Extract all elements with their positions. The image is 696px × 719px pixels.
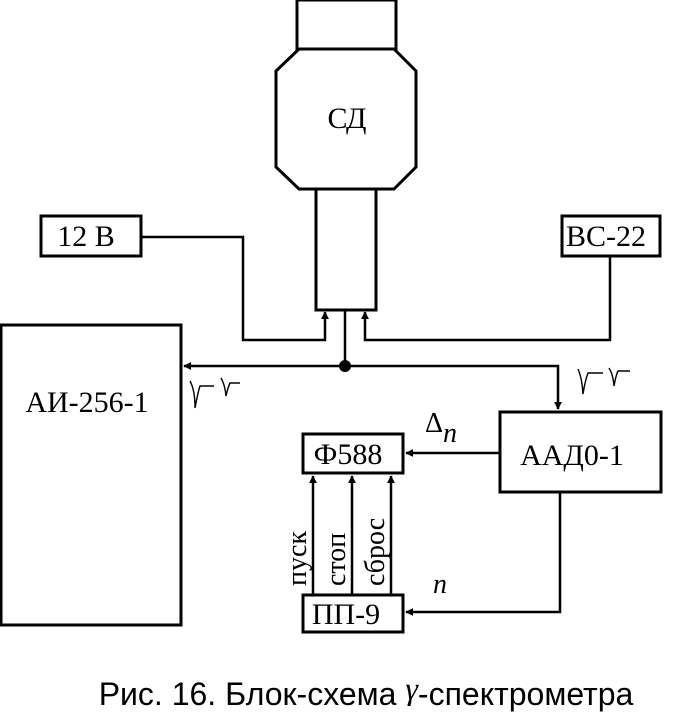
pulse-shape-right [577,367,630,395]
figure-caption: Рис. 16. Блок-схема γ-спектрометра [99,670,634,712]
detector-neck [314,187,378,312]
detector-cap [295,0,398,51]
connections [141,235,612,616]
stop-signal-label: стоп [321,533,352,586]
frequency-meter-box [301,432,405,475]
wire-to-adc [345,364,562,410]
frequency-meter-block: Ф588 [301,432,405,475]
detector-label: СД [328,102,367,135]
pulse-icon [189,377,240,409]
analyzer-label: АИ-256-1 [25,386,148,419]
start-signal-label: пуск [282,531,313,586]
frequency-meter-label: Ф588 [314,438,383,471]
reset-signal-label: сброс [360,518,391,586]
delta-signal-label: Δn [425,408,457,449]
adc-block: ААД0-1 [498,410,663,494]
detector-body [274,47,418,191]
analyzer-box [0,323,183,627]
power-supply-block: 12 В [39,214,143,258]
wire-adc-to-counter [405,492,562,616]
analyzer-block: АИ-256-1 [0,323,183,627]
pulse-shape-left [189,377,240,409]
hv-supply-label: ВС-22 [566,220,646,253]
wire-power-to-detector [141,235,329,342]
power-supply-label: 12 В [57,220,115,253]
adc-box [498,410,663,494]
signal-labels: Δn n пуск стоп сброс [282,408,457,600]
counter-box [301,593,405,634]
adc-label: ААД0-1 [520,439,624,472]
count-signal-label: n [433,569,447,600]
wire-hv-to-detector [361,256,612,342]
pulse-icon [577,367,630,395]
detector-assembly: СД [274,0,418,312]
hv-supply-block: ВС-22 [560,214,662,258]
counter-label: ПП-9 [312,598,380,631]
counter-block: ПП-9 [301,593,405,634]
